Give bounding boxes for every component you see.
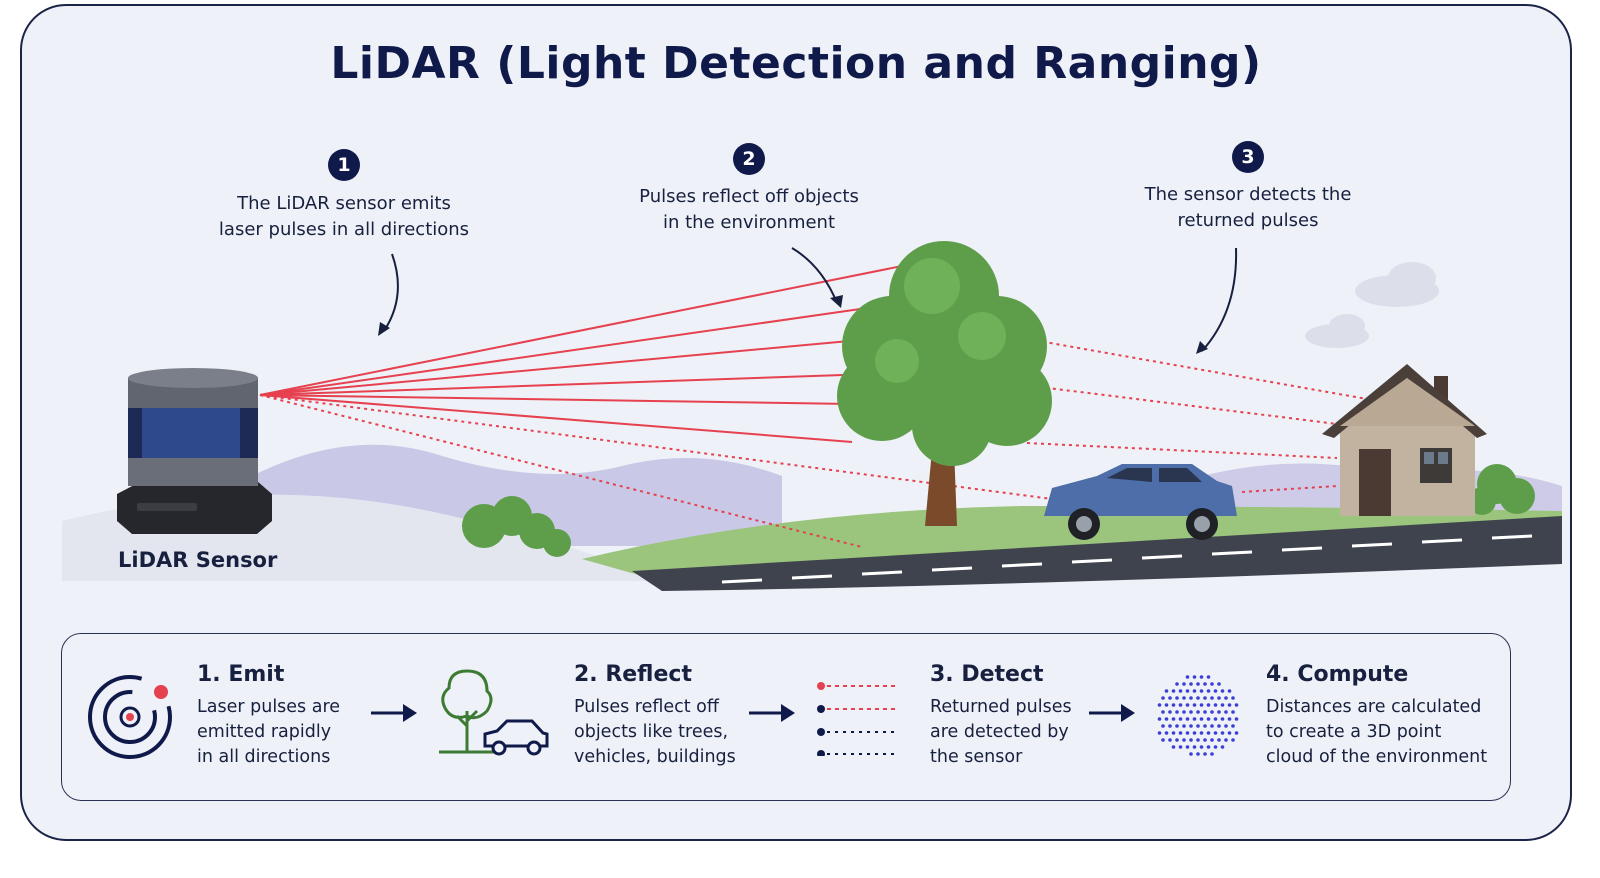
step-detect-line2: are detected by <box>930 722 1069 742</box>
step-reflect-line1: Pulses reflect off <box>574 697 719 717</box>
callout-text-2: Pulses reflect off objects in the enviro… <box>599 184 899 236</box>
emitted-laser-beams <box>259 263 913 443</box>
callout-1-line1: The LiDAR sensor emits <box>237 193 451 214</box>
step-emit-line3: in all directions <box>197 747 331 767</box>
arrow-right-icon <box>1089 704 1135 722</box>
step-detect-line3: the sensor <box>930 747 1023 767</box>
grass <box>582 506 1562 576</box>
process-steps-panel: 1. Emit Laser pulses are emitted rapidly… <box>61 633 1511 801</box>
callout-number-3: 3 <box>1232 141 1264 173</box>
callout-number-1: 1 <box>328 149 360 181</box>
step-reflect-line3: vehicles, buildings <box>574 747 736 767</box>
bush-left <box>462 496 571 557</box>
point-cloud-icon <box>1157 675 1239 756</box>
step-emit-heading: 1. Emit <box>197 662 285 687</box>
step-emit-line1: Laser pulses are <box>197 697 341 717</box>
callout-2-line1: Pulses reflect off objects <box>639 186 859 207</box>
car <box>1044 464 1237 540</box>
step-reflect-line2: objects like trees, <box>574 722 729 742</box>
road-markings <box>721 534 1533 584</box>
diagram-frame: LiDAR (Light Detection and Ranging) <box>20 4 1572 841</box>
callout-3-line1: The sensor detects the <box>1144 184 1352 205</box>
arrow-right-icon <box>371 704 417 722</box>
callout-1-line2: laser pulses in all directions <box>218 219 470 240</box>
lidar-scene <box>62 241 1562 591</box>
sensor-label: LiDAR Sensor <box>118 548 278 572</box>
step-compute-line3: cloud of the environment <box>1266 747 1488 767</box>
tree <box>837 241 1052 526</box>
callout-arrows <box>383 247 1238 352</box>
emit-target-icon <box>88 675 172 759</box>
step-reflect-heading: 2. Reflect <box>574 662 692 687</box>
returned-laser-beams <box>259 337 1368 548</box>
page-title: LiDAR (Light Detection and Ranging) <box>330 38 1262 89</box>
arrow-right-icon <box>749 704 795 722</box>
step-compute: 4. Compute Distances are calculated to c… <box>1266 662 1487 770</box>
road <box>632 516 1562 591</box>
step-detect-line1: Returned pulses <box>930 697 1072 717</box>
clouds <box>1305 262 1439 348</box>
step-detect: 3. Detect Returned pulses are detected b… <box>930 662 1072 770</box>
step-emit: 1. Emit Laser pulses are emitted rapidly… <box>197 662 340 770</box>
callout-2-line2: in the environment <box>662 212 836 233</box>
step-compute-line1: Distances are calculated <box>1266 697 1482 717</box>
house <box>1322 364 1487 516</box>
step-compute-line2: to create a 3D point <box>1266 722 1442 742</box>
step-compute-heading: 4. Compute <box>1266 662 1409 687</box>
pulse-lines-icon <box>817 682 899 756</box>
callout-text-1: The LiDAR sensor emits laser pulses in a… <box>194 191 494 243</box>
callout-arrowheads <box>378 295 1208 354</box>
step-reflect: 2. Reflect Pulses reflect off objects li… <box>574 662 736 770</box>
lidar-sensor-device <box>117 368 272 534</box>
callout-text-3: The sensor detects the returned pulses <box>1098 182 1398 234</box>
step-emit-line2: emitted rapidly <box>197 722 332 742</box>
step-detect-heading: 3. Detect <box>930 662 1044 687</box>
callout-number-2: 2 <box>733 143 765 175</box>
tree-car-icon <box>439 669 549 756</box>
callout-3-line2: returned pulses <box>1177 210 1319 231</box>
